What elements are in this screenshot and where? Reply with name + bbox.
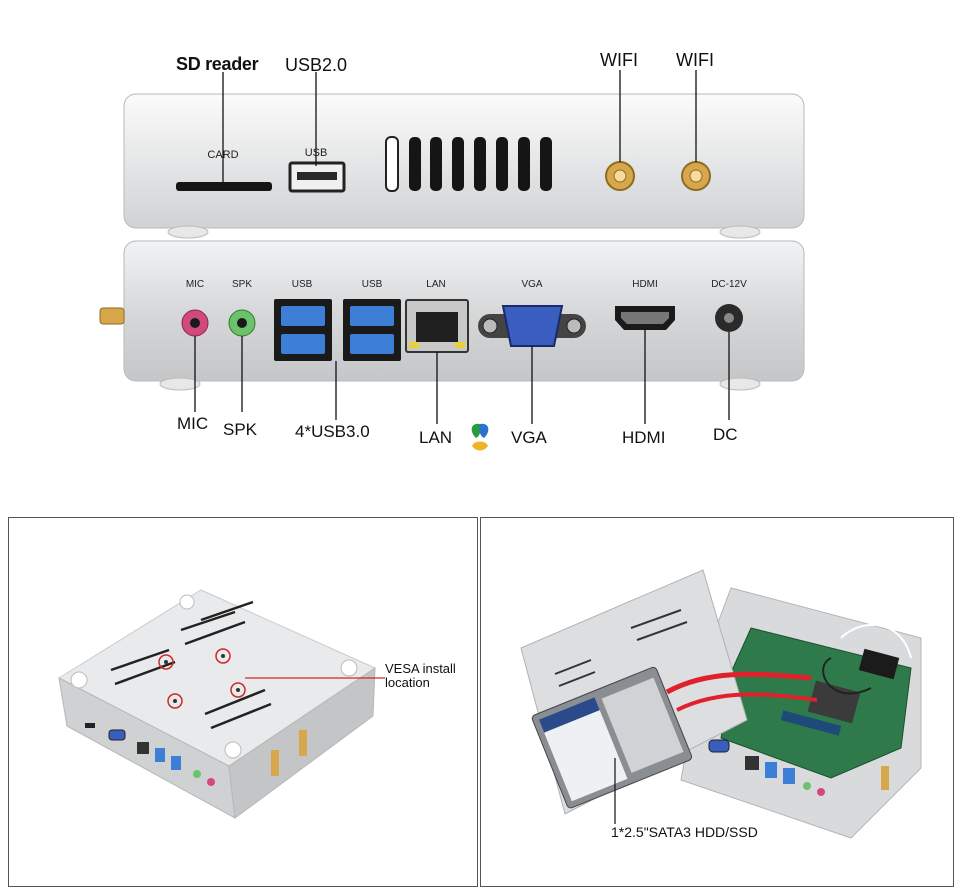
hdmi-port-label: HDMI xyxy=(632,279,658,290)
upper-foot-right xyxy=(719,225,761,239)
sd-card-slot xyxy=(176,182,272,191)
vga-port-label: VGA xyxy=(521,279,542,290)
vesa-mount-holes xyxy=(158,648,246,709)
mic-jack xyxy=(181,309,209,337)
usb20-callout: USB2.0 xyxy=(285,55,348,75)
front-edge-ports xyxy=(85,723,307,786)
hdd-callout: 1*2.5"SATA3 HDD/SSD xyxy=(611,824,758,840)
vesa-panel: VESA install location xyxy=(8,517,478,887)
lower-foot-right xyxy=(719,377,761,391)
lan-port xyxy=(405,299,469,353)
usb3-stack-a xyxy=(274,299,332,361)
vga-callout: VGA xyxy=(511,428,547,447)
wifi-callout-right: WIFI xyxy=(676,50,714,70)
vesa-label-line2: location xyxy=(385,675,430,690)
dc-jack xyxy=(715,304,743,332)
hdmi-callout: HDMI xyxy=(622,428,666,447)
usb30-callout: 4*USB3.0 xyxy=(295,422,370,441)
lan-port-label: LAN xyxy=(426,279,445,290)
spk-callout: SPK xyxy=(223,420,258,439)
hdd-panel: 1*2.5"SATA3 HDD/SSD xyxy=(480,517,954,887)
open-case-illustration xyxy=(520,569,922,839)
bottom-vent-slots xyxy=(110,600,272,730)
wifi-callout-left: WIFI xyxy=(600,50,638,70)
side-antenna-connector xyxy=(99,307,125,325)
bottom-view-illustration xyxy=(57,589,385,819)
spk-jack xyxy=(228,309,256,337)
usb-port-label-a: USB xyxy=(292,279,313,290)
top-leader-lines xyxy=(222,70,697,182)
sata-cable xyxy=(665,671,812,695)
sd-reader-callout: SD reader xyxy=(176,54,259,74)
usb3-stack-b xyxy=(343,299,401,361)
spk-port-label: SPK xyxy=(232,279,252,290)
lan-callout: LAN xyxy=(419,428,453,447)
wifi-connector-left xyxy=(605,161,635,191)
upper-foot-left xyxy=(167,225,209,239)
usb-port-label-b: USB xyxy=(362,279,383,290)
mic-port-label: MIC xyxy=(186,279,204,290)
port-diagram: CARD USB MIC SPK USB xyxy=(99,70,805,451)
vga-port xyxy=(478,305,586,347)
brand-logo-icon xyxy=(471,423,489,451)
hdd-drive xyxy=(531,666,693,809)
wifi-connector-right xyxy=(681,161,711,191)
lower-foot-left xyxy=(159,377,201,391)
vesa-label-line1: VESA install xyxy=(385,661,456,676)
bottom-leader-lines xyxy=(194,330,730,424)
hdmi-port xyxy=(615,306,675,330)
vent-grille xyxy=(385,136,552,192)
case-front-ports xyxy=(708,739,889,796)
mic-callout: MIC xyxy=(177,414,209,433)
dc-port-label: DC-12V xyxy=(711,279,747,290)
dc-callout: DC xyxy=(713,425,738,444)
